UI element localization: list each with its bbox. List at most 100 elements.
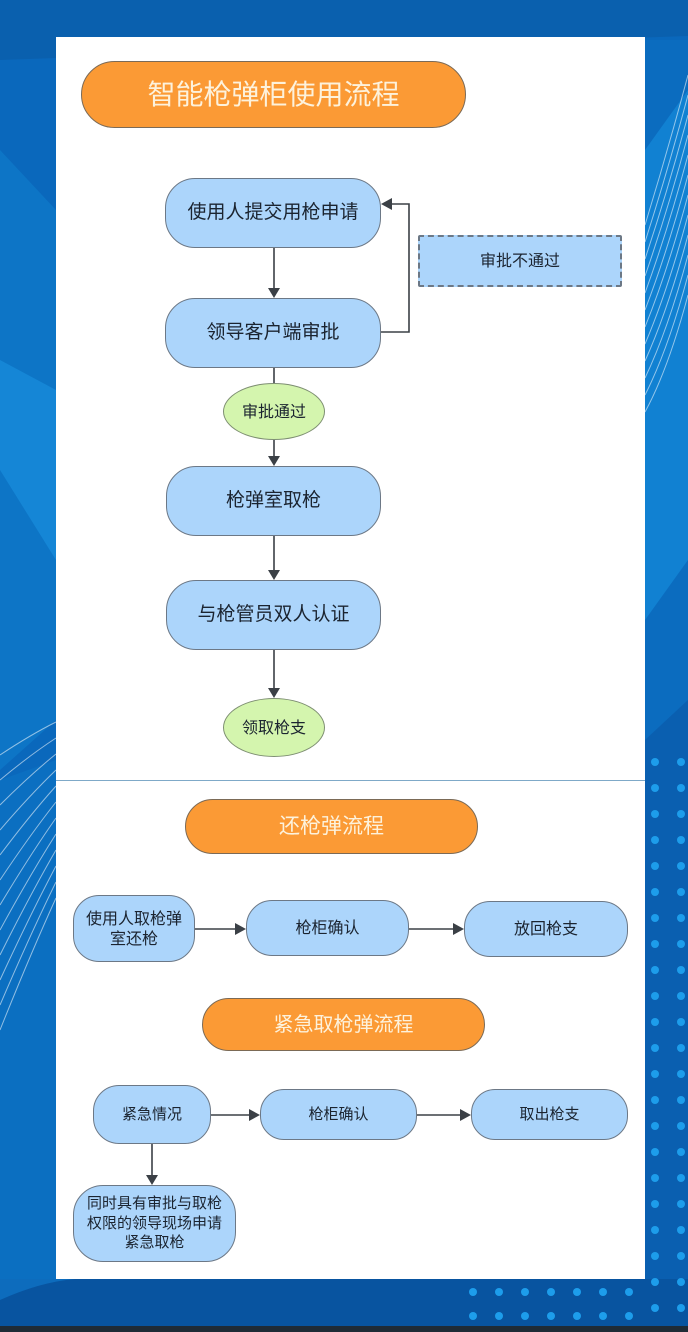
background-dot — [651, 1070, 659, 1078]
step-label-line: 紧急取枪 — [124, 1233, 185, 1252]
background-dot — [677, 836, 685, 844]
step-label-line: 同时具有审批与取枪 — [86, 1194, 222, 1213]
background-dot — [677, 1278, 685, 1286]
background-decor-line — [0, 737, 57, 781]
step-dual-verification: 与枪管员双人认证 — [166, 580, 381, 650]
background-dot — [651, 758, 659, 766]
background-dot — [651, 966, 659, 974]
panel-divider — [56, 780, 645, 781]
background-dot — [677, 966, 685, 974]
step-label-line: 权限的领导现场申请 — [86, 1213, 222, 1232]
emergency-step-situation: 紧急情况 — [93, 1085, 211, 1144]
background-dot — [651, 992, 659, 1000]
background-dot — [651, 1278, 659, 1286]
step-label: 紧急情况 — [121, 1105, 182, 1124]
background-dot — [677, 1148, 685, 1156]
background-dot — [677, 888, 685, 896]
background-dot — [521, 1288, 529, 1296]
background-decor-line — [0, 833, 57, 931]
background-dot — [677, 1018, 685, 1026]
background-dot — [651, 914, 659, 922]
background-dot — [573, 1288, 581, 1296]
background-dot — [677, 1044, 685, 1052]
background-decor-line — [0, 769, 57, 831]
background-dot — [521, 1312, 529, 1320]
background-decor-line — [644, 234, 688, 362]
background-facet — [645, 700, 688, 1332]
emergency-flow-title-text: 紧急取枪弹流程 — [273, 1012, 414, 1036]
background-facet — [0, 360, 56, 560]
background-dot-group — [469, 758, 685, 1320]
background-decor-line — [644, 114, 688, 260]
background-dot — [651, 1226, 659, 1234]
background-decor-line — [644, 194, 688, 328]
step-label: 与枪管员双人认证 — [197, 603, 350, 626]
step-label: 取出枪支 — [519, 1105, 580, 1124]
background-dot — [677, 1226, 685, 1234]
background-dot — [677, 940, 685, 948]
background-dot — [677, 1122, 685, 1130]
emergency-branch-leader-request: 同时具有审批与取枪 权限的领导现场申请 紧急取枪 — [73, 1185, 236, 1262]
main-flow-title: 智能枪弹柜使用流程 — [81, 61, 466, 128]
step-label: 使用人提交用枪申请 — [187, 201, 359, 224]
step-submit-request: 使用人提交用枪申请 — [165, 178, 381, 248]
background-decor-line — [644, 214, 688, 345]
return-flow-title: 还枪弹流程 — [185, 799, 478, 854]
step-label-line: 室还枪 — [109, 928, 158, 948]
background-dot — [651, 1018, 659, 1026]
background-dot — [547, 1288, 555, 1296]
background-dot — [651, 862, 659, 870]
step-leader-approval: 领导客户端审批 — [165, 298, 381, 368]
background-dot — [677, 1070, 685, 1078]
background-dot — [677, 1174, 685, 1182]
background-dot — [469, 1312, 477, 1320]
step-label: 放回枪支 — [513, 919, 578, 938]
background-dot — [677, 1252, 685, 1260]
background-dot — [625, 1288, 633, 1296]
background-dot — [547, 1312, 555, 1320]
background-decor-line — [0, 897, 57, 1031]
background-decor-line — [0, 721, 57, 756]
background-decor-line — [0, 801, 57, 881]
background-dot — [651, 1174, 659, 1182]
background-dot — [651, 784, 659, 792]
background-decor-line — [644, 274, 688, 396]
background-dot — [677, 758, 685, 766]
bottom-bar — [0, 1326, 688, 1332]
background-decor-line — [0, 881, 57, 1006]
background-decor-line — [644, 254, 688, 379]
step-label: 枪弹室取枪 — [225, 489, 321, 512]
background-dot — [573, 1312, 581, 1320]
background-dot — [651, 888, 659, 896]
background-decor-line — [644, 134, 688, 277]
background-dot — [651, 810, 659, 818]
background-line-group — [0, 74, 688, 1031]
background-footer — [0, 1279, 688, 1327]
background-dot — [651, 1252, 659, 1260]
background-dot — [651, 836, 659, 844]
background-decor-line — [0, 849, 57, 956]
terminal-label: 领取枪支 — [241, 717, 306, 737]
background-dot — [651, 1148, 659, 1156]
background-dot — [677, 1096, 685, 1104]
background-dot — [469, 1288, 477, 1296]
terminal-approved: 审批通过 — [223, 383, 325, 440]
background-decor-line — [0, 785, 57, 856]
background-dot — [677, 992, 685, 1000]
background-decor-line — [644, 94, 688, 243]
background-facet — [645, 90, 688, 620]
terminal-receive-gun: 领取枪支 — [223, 698, 325, 757]
background-decor-line — [0, 865, 57, 981]
background-decor-line — [644, 74, 688, 226]
background-facet — [0, 1279, 75, 1300]
background-dot — [651, 1044, 659, 1052]
background-dot — [651, 940, 659, 948]
step-label-line: 使用人取枪弹 — [85, 908, 182, 928]
background-dot — [495, 1312, 503, 1320]
emergency-flow-title: 紧急取枪弹流程 — [202, 998, 485, 1051]
background-decor-line — [644, 294, 688, 413]
background-facet — [0, 760, 56, 1300]
background-decor-line — [644, 154, 688, 294]
background-dot — [651, 1304, 659, 1312]
